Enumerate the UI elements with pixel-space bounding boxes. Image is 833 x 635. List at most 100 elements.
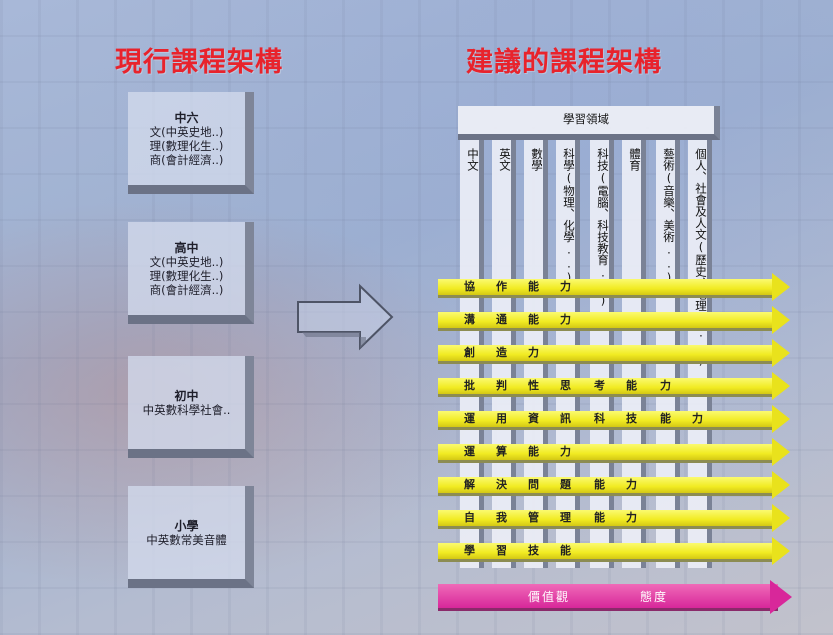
skill-cell: 決 [496, 478, 507, 491]
skill-cell: 作 [496, 280, 507, 293]
skill-band [438, 273, 790, 301]
skill-cell: 能 [626, 379, 637, 392]
skill-cell: 思 [560, 379, 571, 392]
skill-cell: 能 [594, 511, 605, 524]
learning-area-label: 體育 [628, 148, 642, 171]
skill-cell: 技 [626, 412, 637, 425]
skill-band-arrowhead [772, 339, 790, 367]
skill-cell: 溝 [464, 313, 475, 326]
skill-band-arrowhead [772, 306, 790, 334]
skill-band-fill [438, 543, 774, 562]
skill-band-fill [438, 477, 774, 496]
skill-band [438, 372, 790, 400]
skill-cell: 創 [464, 346, 475, 359]
skill-band [438, 537, 790, 565]
structure-box-junior: 初中 中英數科學社會.. [128, 356, 254, 458]
skill-band-fill [438, 510, 774, 529]
skill-cell: 運 [464, 445, 475, 458]
skill-cell: 運 [464, 412, 475, 425]
attitudes-label: 態度 [640, 590, 669, 604]
skill-band-fill [438, 411, 774, 430]
skill-band [438, 339, 790, 367]
values-label: 價值觀 [528, 590, 571, 604]
skill-cell: 能 [528, 280, 539, 293]
skill-cell: 我 [496, 511, 507, 524]
skill-cell: 習 [496, 544, 507, 557]
structure-box-senior: 高中 文(中英史地..) 理(數理化生..) 商(會計經濟..) [128, 222, 254, 324]
skill-cell: 算 [496, 445, 507, 458]
skill-band [438, 438, 790, 466]
skill-cell: 力 [560, 280, 571, 293]
skill-band-arrowhead [772, 273, 790, 301]
skill-cell: 造 [496, 346, 507, 359]
structure-line: 文(中英史地..) [149, 124, 224, 139]
skill-cell: 訊 [560, 412, 571, 425]
skill-cell: 力 [660, 379, 671, 392]
values-attitudes-band [438, 584, 778, 611]
structure-line: 文(中英史地..) [149, 254, 224, 269]
skill-cell: 理 [560, 511, 571, 524]
skill-band-fill [438, 444, 774, 463]
skill-band-arrowhead [772, 471, 790, 499]
skill-cell: 力 [692, 412, 703, 425]
learning-area-label: 藝術(音樂、美術..) [662, 148, 676, 285]
skill-band [438, 471, 790, 499]
skill-cell: 力 [528, 346, 539, 359]
skill-band [438, 306, 790, 334]
skill-band-arrowhead [772, 504, 790, 532]
skill-cell: 能 [594, 478, 605, 491]
skill-cell: 題 [560, 478, 571, 491]
structure-line: 商(會計經濟..) [149, 282, 224, 297]
skill-cell: 科 [594, 412, 605, 425]
skill-cell: 協 [464, 280, 475, 293]
skill-cell: 資 [528, 412, 539, 425]
learning-area-label: 中文 [466, 148, 480, 171]
skill-cell: 管 [528, 511, 539, 524]
learning-area-label: 科學(物理、化學..) [562, 148, 576, 285]
skill-cell: 自 [464, 511, 475, 524]
structure-line: 中英數常美音體 [146, 532, 227, 547]
skill-cell: 力 [626, 478, 637, 491]
skill-cell: 力 [560, 445, 571, 458]
skill-band-arrowhead [772, 537, 790, 565]
skill-cell: 考 [594, 379, 605, 392]
skill-cell: 判 [496, 379, 507, 392]
skill-cell: 解 [464, 478, 475, 491]
skill-cell: 能 [660, 412, 671, 425]
skill-band-fill [438, 312, 774, 331]
learning-area-label: 數學 [530, 148, 544, 171]
skill-band-fill [438, 378, 774, 397]
skill-cell: 能 [528, 445, 539, 458]
skill-cell: 力 [560, 313, 571, 326]
left-title: 現行課程架構 [115, 47, 283, 78]
transition-arrow-icon [297, 283, 394, 351]
skill-band-arrowhead [772, 438, 790, 466]
structure-line: 中英數科學社會.. [142, 402, 231, 417]
values-band-arrowhead [770, 580, 792, 614]
structure-heading: 高中 [174, 240, 199, 255]
skill-cell: 技 [528, 544, 539, 557]
skill-cell: 性 [528, 379, 539, 392]
structure-heading: 小學 [174, 518, 199, 533]
skill-band-fill [438, 279, 774, 298]
right-title: 建議的課程架構 [466, 47, 662, 78]
skill-band [438, 405, 790, 433]
learning-area-label: 科技(電腦、科技教育..) [596, 148, 610, 308]
skill-cell: 能 [528, 313, 539, 326]
structure-line: 理(數理化生..) [149, 268, 224, 283]
skill-cell: 學 [464, 544, 475, 557]
skill-cell: 問 [528, 478, 539, 491]
learning-areas-header: 學習領域 [458, 106, 720, 140]
skill-cell: 通 [496, 313, 507, 326]
skill-cell: 力 [626, 511, 637, 524]
skill-cell: 能 [560, 544, 571, 557]
skill-band-fill [438, 345, 774, 364]
skill-band [438, 504, 790, 532]
structure-line: 商(會計經濟..) [149, 152, 224, 167]
skill-band-arrowhead [772, 372, 790, 400]
structure-box-primary: 小學 中英數常美音體 [128, 486, 254, 588]
structure-line: 理(數理化生..) [149, 138, 224, 153]
structure-heading: 初中 [174, 388, 199, 403]
skill-cell: 用 [496, 412, 507, 425]
skill-cell: 批 [464, 379, 475, 392]
